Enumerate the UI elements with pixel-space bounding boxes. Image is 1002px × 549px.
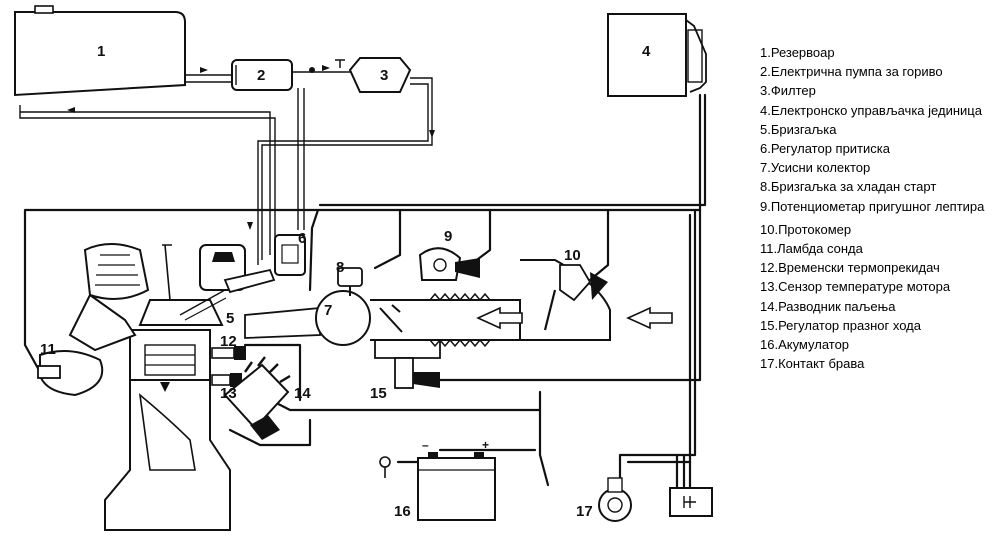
label-9: 9: [444, 228, 452, 245]
label-17: 17: [576, 503, 593, 520]
label-14: 14: [294, 385, 311, 402]
cold-start-injector: [337, 267, 363, 296]
legend-item: 13.Сензор температуре мотора: [760, 279, 951, 295]
battery: [379, 452, 496, 521]
electronic-control-unit: [607, 13, 707, 97]
engine-block: [104, 329, 231, 531]
legend-item: 5.Бризгаљка: [760, 121, 837, 137]
legend-item: 7.Усисни колектор: [760, 160, 871, 176]
air-flow-arrows: [476, 306, 673, 330]
legend-item: 9.Потенциометар пригушног лептира: [760, 198, 985, 214]
intake-manifold: [244, 259, 611, 346]
label-1: 1: [97, 43, 105, 60]
cylinder-head: [138, 244, 246, 326]
label-10: 10: [564, 247, 581, 264]
fuel-filter: [348, 57, 412, 93]
air-cleaner-housing: [83, 243, 150, 300]
legend-item: 10.Протокомер: [760, 221, 852, 237]
legend-item: 3.Филтер: [760, 83, 816, 99]
legend-item: 14.Разводник паљења: [760, 298, 896, 314]
legend: 1.Резервоар 2.Електрична пумпа за гориво…: [760, 43, 995, 373]
idle-speed-regulator: [374, 340, 441, 389]
ignition-distributor: [223, 356, 291, 440]
injector: [179, 268, 276, 321]
exhaust-manifold: [39, 293, 137, 397]
legend-item: 4.Електронско управљачка јединица: [760, 102, 982, 118]
relay-box: [669, 487, 713, 517]
legend-item: 11.Ламбда сонда: [760, 241, 863, 257]
legend-item: 6.Регулатор притиска: [760, 141, 890, 157]
battery-minus-label: –: [422, 438, 429, 452]
label-4: 4: [642, 43, 651, 60]
label-7: 7: [324, 302, 332, 319]
legend-item: 16.Акумулатор: [760, 337, 850, 353]
legend-item: 1.Резервоар: [760, 45, 835, 60]
label-8: 8: [336, 259, 344, 276]
throttle-potentiometer: [418, 247, 480, 281]
thermo-time-switch: [211, 346, 246, 360]
label-3: 3: [380, 67, 388, 84]
fuel-lines: [19, 71, 433, 265]
air-flow-meter: [543, 264, 608, 331]
fuel-tank: [14, 5, 186, 97]
legend-item: 12.Временски термопрекидач: [760, 260, 940, 276]
ignition-switch: [598, 477, 632, 522]
label-12: 12: [220, 333, 237, 350]
label-16: 16: [394, 503, 411, 520]
label-2: 2: [257, 67, 265, 84]
legend-item: 8.Бризгаљка за хладан старт: [760, 179, 937, 195]
legend-item: 15.Регулатор празног хода: [760, 317, 921, 333]
label-11: 11: [40, 341, 56, 358]
fuel-pump: [231, 59, 345, 91]
pressure-regulator: [274, 234, 306, 276]
legend-item: 17.Контакт брава: [760, 356, 865, 372]
legend-item: 2.Електрична пумпа за гориво: [760, 64, 943, 80]
label-15: 15: [370, 385, 387, 402]
lambda-sensor: [37, 365, 61, 379]
label-5: 5: [226, 310, 234, 327]
battery-plus-label: +: [482, 438, 489, 452]
label-13: 13: [220, 385, 237, 402]
flow-arrows: [67, 65, 435, 230]
label-6: 6: [298, 230, 306, 247]
